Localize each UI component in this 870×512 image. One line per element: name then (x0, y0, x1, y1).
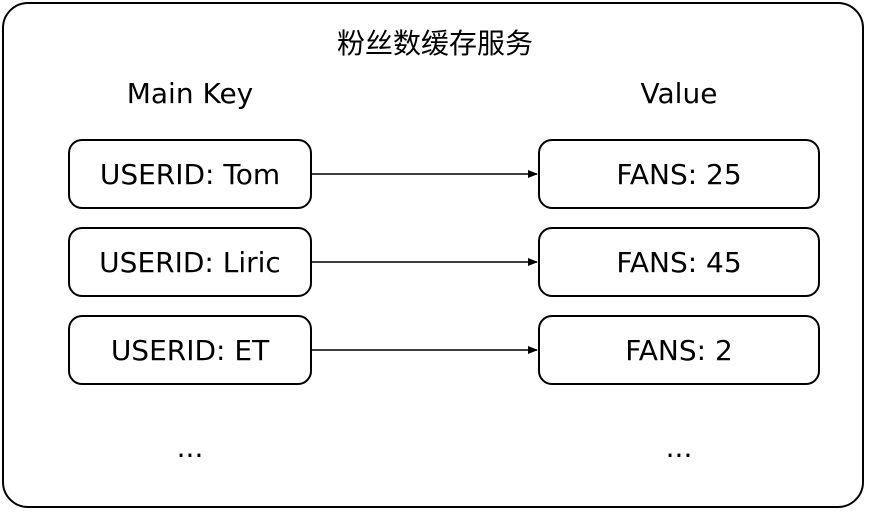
diagram-title: 粉丝数缓存服务 (336, 27, 533, 60)
value-header: Value (640, 77, 718, 110)
value-ellipsis: ... (665, 431, 693, 464)
value-box-tom: FANS: 25 (538, 139, 820, 209)
value-box-et: FANS: 2 (538, 315, 820, 385)
key-ellipsis: ... (176, 431, 204, 464)
value-box-liric: FANS: 45 (538, 227, 820, 297)
key-box-tom: USERID: Tom (68, 139, 312, 209)
key-box-et: USERID: ET (68, 315, 312, 385)
key-box-liric: USERID: Liric (68, 227, 312, 297)
main-key-header: Main Key (126, 77, 254, 110)
